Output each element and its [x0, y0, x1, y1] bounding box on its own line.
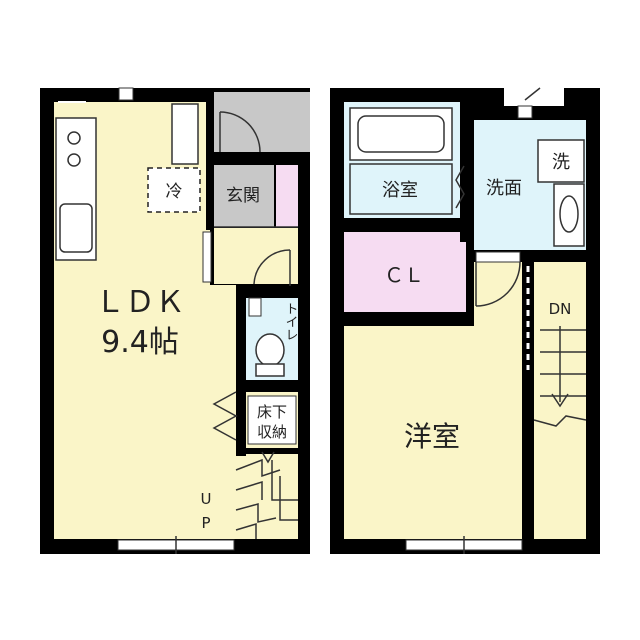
shelf-icon — [171, 103, 199, 165]
fridge-label: 冷 — [166, 182, 183, 202]
entrance-door-icon — [219, 111, 261, 153]
ldk-size: 9.4帖 — [101, 325, 179, 360]
washer-label: 洗 — [552, 152, 570, 173]
stove-burner-icon — [67, 131, 81, 145]
ldk-door — [202, 231, 212, 283]
stairs-down-label: DN — [549, 300, 572, 318]
entrance-floor — [214, 165, 274, 227]
vent-icon — [517, 105, 533, 119]
storage-label-line1: 床下 — [257, 403, 287, 421]
fridge-space — [147, 167, 201, 213]
floor-1: 冷 玄関 ＬＤＫ 9.4帖 トイレ 床下 収納 — [40, 87, 310, 554]
wall-toilet-left — [236, 286, 246, 456]
stairs-down-icon — [533, 326, 587, 427]
washroom-label: 洗面 — [486, 178, 522, 199]
ldk-label: ＬＤＫ — [95, 285, 185, 320]
storage-box — [247, 395, 297, 445]
wall-entrance-left — [206, 88, 214, 230]
washer-box — [537, 139, 585, 183]
sink-icon — [59, 203, 93, 253]
toilet-tank-icon — [255, 363, 285, 377]
wall-entrance-bottom — [214, 152, 310, 160]
wall-bath-right — [460, 102, 474, 242]
wall-closet-right — [466, 232, 474, 326]
floor-2: 浴室 洗面 洗 ＣＬ 洋室 DN — [330, 87, 600, 554]
folding-door-icon — [212, 391, 238, 441]
stairs-up-icon — [235, 451, 298, 539]
western-room-label: 洋室 — [404, 420, 460, 453]
stove-burner-icon — [67, 153, 81, 167]
closet-label: ＣＬ — [384, 263, 424, 287]
western-room-upper — [472, 262, 522, 326]
western-room — [344, 326, 522, 539]
entrance-label: 玄関 — [226, 186, 260, 206]
stairs-up-p: P — [201, 514, 210, 532]
wall-bath-bottom — [344, 218, 474, 232]
western-door-icon — [475, 261, 521, 307]
entrance-cabinet — [276, 165, 298, 227]
basin-icon — [559, 195, 579, 233]
wall-toilet-bottom — [236, 380, 310, 392]
wall-top-notch — [504, 88, 564, 106]
bathtub-inner — [357, 115, 445, 153]
toilet-label: トイレ — [283, 302, 298, 341]
toilet-door-icon — [253, 249, 291, 285]
vent-arm — [524, 87, 541, 101]
bathroom-label: 浴室 — [382, 180, 418, 201]
storage-label-line2: 収納 — [257, 423, 287, 441]
closet-room — [344, 232, 466, 312]
bath-floor — [349, 163, 453, 215]
stair-area — [236, 452, 298, 539]
toilet-bowl-icon — [255, 333, 285, 367]
western-door-frame — [475, 251, 521, 263]
wall-toilet-top — [236, 286, 310, 298]
vent-icon — [118, 87, 134, 101]
wall-stair-left — [522, 262, 534, 539]
bath-door-icon — [455, 165, 465, 209]
entrance-hall — [214, 92, 310, 152]
ldk-room-lower — [210, 285, 236, 539]
stairs-up-u: U — [201, 490, 212, 508]
toilet-sink-icon — [248, 297, 262, 317]
wall-closet-bottom — [344, 312, 472, 326]
wall-storage-bottom — [236, 448, 310, 454]
